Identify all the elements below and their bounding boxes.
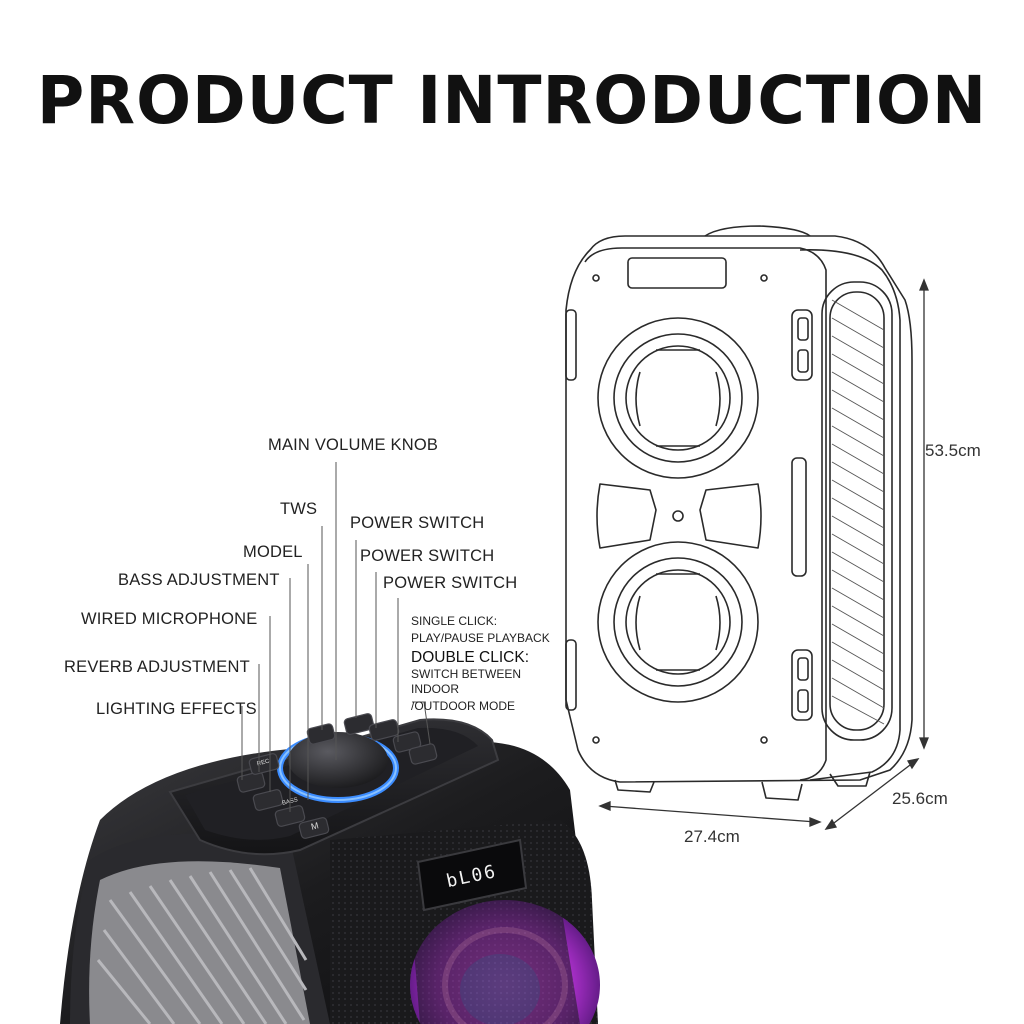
page-title: PRODUCT INTRODUCTION	[36, 62, 988, 139]
label-lighting-effects: LIGHTING EFFECTS	[96, 700, 257, 718]
label-power-switch-1: POWER SWITCH	[350, 514, 485, 532]
single-click-title: SINGLE CLICK:	[411, 614, 498, 628]
label-bass-adjustment: BASS ADJUSTMENT	[118, 571, 280, 589]
width-dimension: 27.4cm	[684, 827, 740, 846]
label-wired-microphone: WIRED MICROPHONE	[81, 610, 258, 628]
label-tws: TWS	[280, 500, 318, 518]
label-reverb-adjustment: REVERB ADJUSTMENT	[64, 658, 250, 676]
play-button-notes: SINGLE CLICK: PLAY/PAUSE PLAYBACK DOUBLE…	[411, 614, 571, 714]
single-click-desc: PLAY/PAUSE PLAYBACK	[411, 631, 550, 645]
depth-dimension: 25.6cm	[892, 789, 948, 808]
height-dimension: 53.5cm	[925, 441, 981, 460]
label-power-switch-3: POWER SWITCH	[383, 574, 518, 592]
label-model: MODEL	[243, 543, 303, 561]
double-click-desc-1: SWITCH BETWEEN INDOOR	[411, 667, 521, 696]
label-main-volume-knob: MAIN VOLUME KNOB	[268, 436, 439, 454]
label-power-switch-2: POWER SWITCH	[360, 547, 495, 565]
double-click-title: DOUBLE CLICK:	[411, 649, 530, 666]
double-click-desc-2: /OUTDOOR MODE	[411, 699, 515, 713]
